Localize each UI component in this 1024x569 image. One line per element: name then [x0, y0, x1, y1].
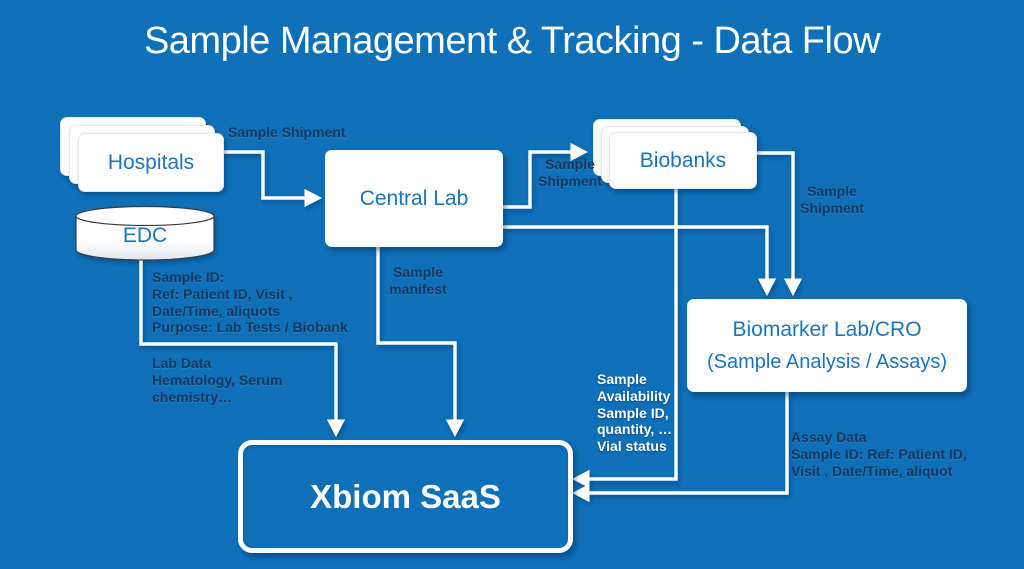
- edc-cylinder: [75, 205, 215, 261]
- diagram-title: Sample Management & Tracking - Data Flow: [143, 20, 881, 62]
- hospitals-node: Hospitals: [78, 133, 224, 192]
- arrow-biobanks-to-biomarker: [755, 151, 803, 297]
- label-sample-id-block: Sample ID:Ref: Patient ID, Visit ,Date/T…: [152, 269, 348, 336]
- xbiom-saas-node: Xbiom SaaS: [238, 440, 573, 553]
- central-lab-node: Central Lab: [325, 150, 503, 247]
- biomarker-lab-title: Biomarker Lab/CRO: [732, 317, 922, 341]
- arrow-central-lab-to-xbiom: [376, 247, 465, 438]
- hospitals-label: Hospitals: [107, 150, 195, 174]
- arrow-central-lab-to-biomarker: [503, 225, 777, 297]
- biomarker-lab-node: Biomarker Lab/CRO (Sample Analysis / Ass…: [687, 299, 967, 392]
- central-lab-label: Central Lab: [359, 186, 469, 210]
- arrow-hospitals-to-central-lab: [222, 150, 323, 208]
- biobanks-label: Biobanks: [639, 148, 727, 172]
- xbiom-saas-label: Xbiom SaaS: [310, 477, 501, 515]
- arrow-edc-to-xbiom: [139, 250, 346, 438]
- arrow-biobanks-to-xbiom: [571, 187, 678, 489]
- edc-label: EDC: [122, 224, 168, 247]
- label-sample-shipment-hospitals: Sample Shipment: [228, 124, 346, 140]
- arrow-central-lab-to-biobanks: [503, 142, 589, 209]
- biomarker-lab-subtitle: (Sample Analysis / Assays): [706, 350, 948, 373]
- biobanks-node: Biobanks: [609, 132, 757, 189]
- arrow-biomarker-to-xbiom: [571, 392, 789, 503]
